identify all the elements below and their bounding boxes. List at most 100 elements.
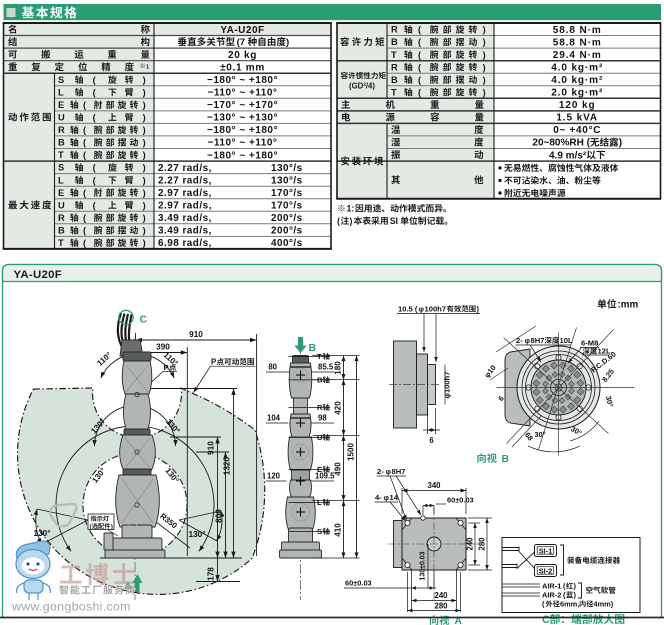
svg-text:2-: 2- <box>377 467 384 476</box>
svg-text:): ) <box>143 100 146 110</box>
svg-text:130±0.03: 130±0.03 <box>420 551 427 580</box>
svg-text:2-: 2- <box>516 336 523 345</box>
svg-text:(GD²/4): (GD²/4) <box>349 82 375 91</box>
svg-text:280: 280 <box>434 602 448 611</box>
svg-text:φ: φ <box>386 467 392 476</box>
svg-text:80: 80 <box>268 363 277 372</box>
svg-text:6.98 rad/s,: 6.98 rad/s, <box>158 238 212 249</box>
svg-text:(7: (7 <box>237 37 246 48</box>
svg-text:(: ( <box>542 600 545 609</box>
svg-text:): ) <box>143 150 146 160</box>
svg-text:6-M8: 6-M8 <box>581 339 598 348</box>
svg-text:): ) <box>143 238 146 248</box>
svg-text:): ) <box>483 75 486 85</box>
svg-text:(: ( <box>93 163 97 173</box>
svg-text:): ) <box>143 213 146 223</box>
svg-text:(: ( <box>83 150 87 160</box>
svg-text:4.0 kg·m²: 4.0 kg·m² <box>551 62 603 73</box>
svg-text:(: ( <box>418 62 422 72</box>
svg-text:): ) <box>143 200 146 210</box>
svg-text:S: S <box>58 75 64 85</box>
svg-text:): ) <box>483 62 486 72</box>
svg-text:): ) <box>477 305 480 314</box>
svg-text:R: R <box>391 25 398 35</box>
svg-text:4.0 kg·m²: 4.0 kg·m² <box>551 75 603 86</box>
svg-text:SI-2: SI-2 <box>539 567 553 576</box>
svg-text:30°: 30° <box>604 395 615 408</box>
svg-text:3.49 rad/s,: 3.49 rad/s, <box>158 226 212 237</box>
svg-text:B: B <box>391 37 398 47</box>
svg-text:AIR-1: AIR-1 <box>542 582 561 591</box>
svg-text:T: T <box>391 50 397 60</box>
svg-text:(: ( <box>83 188 87 198</box>
svg-text:109.5: 109.5 <box>315 472 335 481</box>
svg-text:910: 910 <box>207 441 216 455</box>
svg-text:T: T <box>58 238 64 248</box>
svg-text:1500: 1500 <box>347 443 356 461</box>
svg-text:(: ( <box>93 113 97 123</box>
svg-text:B: B <box>502 454 509 465</box>
svg-text:T: T <box>58 150 64 160</box>
svg-text:60±0.03: 60±0.03 <box>345 579 372 588</box>
svg-text:4.9 m/s²: 4.9 m/s² <box>549 150 587 161</box>
svg-text:240: 240 <box>434 591 448 600</box>
svg-text:8H7: 8H7 <box>392 467 406 476</box>
svg-text:E: E <box>58 188 64 198</box>
svg-text:(: ( <box>83 100 87 110</box>
svg-text:): ) <box>350 216 353 226</box>
svg-text:(: ( <box>93 87 97 97</box>
svg-text:8H7: 8H7 <box>531 336 545 345</box>
svg-text:): ) <box>574 591 577 600</box>
svg-text:(: ( <box>93 175 97 185</box>
svg-text:6: 6 <box>496 394 506 403</box>
svg-text:T: T <box>391 87 397 97</box>
svg-text:B: B <box>58 138 65 148</box>
svg-text:): ) <box>143 75 146 85</box>
svg-text:200°/s: 200°/s <box>271 213 303 224</box>
svg-text:(: ( <box>83 138 87 148</box>
svg-text:58.8 N·m: 58.8 N·m <box>553 37 602 48</box>
svg-text:68: 68 <box>523 430 535 442</box>
svg-text:6mm,: 6mm, <box>560 600 579 609</box>
svg-text:): ) <box>483 37 486 47</box>
svg-text:): ) <box>483 50 486 60</box>
svg-text:−110° ~ +110°: −110° ~ +110° <box>208 138 278 149</box>
svg-text:58.8 N·m: 58.8 N·m <box>553 25 602 36</box>
svg-text:SI-1: SI-1 <box>539 547 553 556</box>
svg-text:−110° ~ +110°: −110° ~ +110° <box>208 88 278 99</box>
svg-text:): ) <box>574 582 577 591</box>
svg-text::mm: :mm <box>618 300 639 311</box>
svg-text:): ) <box>143 226 146 236</box>
svg-text:0~ +40°C: 0~ +40°C <box>553 125 601 136</box>
svg-text:(: ( <box>418 25 422 35</box>
svg-text:): ) <box>286 37 289 48</box>
svg-text:C: C <box>140 314 148 326</box>
svg-text:2.97 rad/s,: 2.97 rad/s, <box>158 188 212 199</box>
svg-text:8.25: 8.25 <box>600 367 616 384</box>
svg-text:P: P <box>164 363 169 372</box>
svg-text:(: ( <box>563 582 566 591</box>
svg-text:120 kg: 120 kg <box>559 100 596 111</box>
svg-text:φ10: φ10 <box>482 363 497 379</box>
svg-text:(: ( <box>563 591 566 600</box>
svg-text:C: C <box>542 614 550 625</box>
svg-text:): ) <box>143 175 146 185</box>
svg-text:AIR-2: AIR-2 <box>542 591 561 600</box>
svg-text:(: ( <box>418 75 422 85</box>
svg-text:YA-U20F: YA-U20F <box>14 269 63 281</box>
svg-text:130°: 130° <box>34 529 51 538</box>
svg-text:U: U <box>58 200 65 210</box>
svg-text:240: 240 <box>466 537 475 551</box>
svg-text:420: 420 <box>334 401 343 415</box>
svg-text:(: ( <box>83 238 87 248</box>
svg-text:340: 340 <box>427 481 441 490</box>
svg-text:www.gongboshi.com: www.gongboshi.com <box>11 600 131 614</box>
svg-text:85.5: 85.5 <box>318 363 334 372</box>
svg-text:800: 800 <box>215 509 224 523</box>
svg-text:100h7: 100h7 <box>425 305 447 314</box>
svg-text:(: ( <box>418 50 422 60</box>
svg-text:−130° ~ +130°: −130° ~ +130° <box>207 113 278 124</box>
svg-text:R: R <box>131 525 136 532</box>
svg-text:2.0 kg·m²: 2.0 kg·m² <box>551 88 603 99</box>
svg-text:L: L <box>58 87 64 97</box>
